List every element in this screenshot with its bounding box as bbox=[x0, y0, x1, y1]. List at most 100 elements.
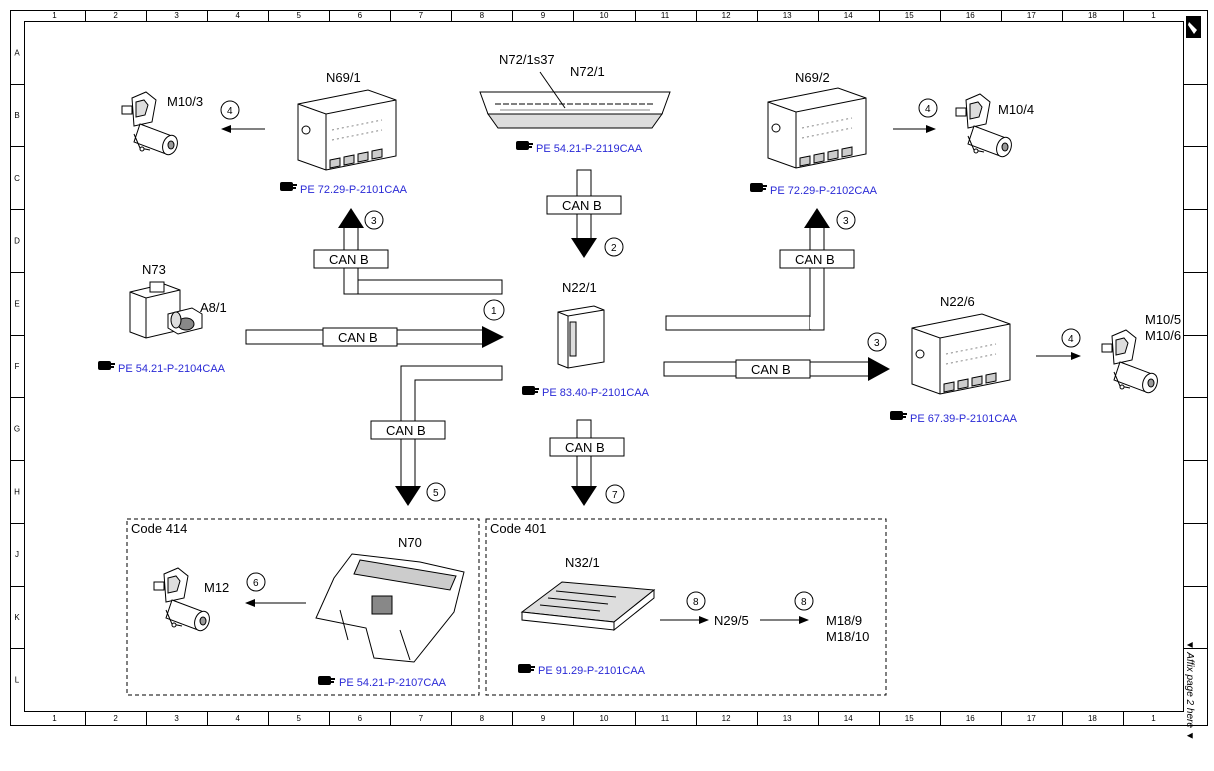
grid-row-label: B bbox=[14, 111, 19, 120]
grid-column-label: 9 bbox=[541, 11, 546, 20]
step-number: 3 bbox=[843, 216, 849, 227]
can-b-label: CAN B bbox=[562, 198, 602, 213]
reference-n69-1[interactable]: PE 72.29-P-2101CAA bbox=[300, 184, 408, 196]
grid-column-label: 17 bbox=[1027, 11, 1036, 20]
grid-column-label: 8 bbox=[480, 714, 485, 723]
motor-icon bbox=[153, 567, 213, 634]
grid-column-label: 4 bbox=[235, 11, 240, 20]
step-number: 6 bbox=[253, 578, 259, 589]
page-tab-icon bbox=[1186, 16, 1201, 38]
grid-column-label: 16 bbox=[966, 714, 975, 723]
step-number: 5 bbox=[433, 488, 439, 499]
step-number: 2 bbox=[611, 243, 617, 254]
control-unit-icon bbox=[557, 305, 605, 369]
reference-hand-icon bbox=[516, 141, 533, 150]
reference-n32-1[interactable]: PE 91.29-P-2101CAA bbox=[538, 665, 646, 677]
step-number: 7 bbox=[612, 490, 618, 501]
ignition-switch-icon bbox=[129, 281, 203, 339]
reference-n22-6[interactable]: PE 67.39-P-2101CAA bbox=[910, 413, 1018, 425]
label-n73: N73 bbox=[142, 262, 166, 277]
step-number: 4 bbox=[227, 106, 233, 117]
label-m10-3: M10/3 bbox=[167, 94, 203, 109]
grid-column-label: 3 bbox=[174, 714, 179, 723]
grid-row-label: L bbox=[15, 676, 20, 685]
grid-column-label: 4 bbox=[235, 714, 240, 723]
step-number: 1 bbox=[491, 306, 497, 317]
grid-column-label: 18 bbox=[1088, 11, 1097, 20]
step-number: 3 bbox=[874, 338, 880, 349]
grid-column-label: 12 bbox=[722, 11, 731, 20]
grid-column-label: 16 bbox=[966, 11, 975, 20]
label-n70: N70 bbox=[398, 535, 422, 550]
label-n72-1: N72/1 bbox=[570, 64, 605, 79]
label-a8-1: A8/1 bbox=[200, 300, 227, 315]
grid-column-label: 1 bbox=[1151, 714, 1156, 723]
step-number: 8 bbox=[693, 597, 699, 608]
grid-column-label: 2 bbox=[113, 11, 118, 20]
grid-column-label: 1 bbox=[1151, 11, 1156, 20]
reference-hand-icon bbox=[518, 664, 535, 673]
label-m10-6: M10/6 bbox=[1145, 328, 1181, 343]
control-unit-icon bbox=[911, 313, 1011, 395]
grid-column-label: 11 bbox=[661, 11, 670, 20]
reference-n22-1[interactable]: PE 83.40-P-2101CAA bbox=[542, 387, 650, 399]
grid-column-label: 11 bbox=[661, 714, 670, 723]
label-m12: M12 bbox=[204, 580, 229, 595]
grid-column-label: 9 bbox=[541, 714, 546, 723]
reference-hand-icon bbox=[280, 182, 297, 191]
grid-row-label: D bbox=[14, 237, 20, 246]
grid-row-label: K bbox=[14, 613, 20, 622]
label-m10-4: M10/4 bbox=[998, 102, 1034, 117]
switch-panel-icon bbox=[315, 553, 465, 663]
grid-column-label: 12 bbox=[722, 714, 731, 723]
grid-column-label: 14 bbox=[844, 714, 853, 723]
grid-column-label: 5 bbox=[297, 714, 302, 723]
control-unit-icon bbox=[520, 581, 656, 632]
can-b-label: CAN B bbox=[565, 440, 605, 455]
grid-column-label: 17 bbox=[1027, 714, 1036, 723]
step-number: 4 bbox=[925, 104, 931, 115]
can-b-label: CAN B bbox=[386, 423, 426, 438]
reference-hand-icon bbox=[318, 676, 335, 685]
label-n69-1: N69/1 bbox=[326, 70, 361, 85]
label-n69-2: N69/2 bbox=[795, 70, 830, 85]
can-b-label: CAN B bbox=[795, 252, 835, 267]
grid-column-label: 10 bbox=[600, 11, 609, 20]
grid-row-label: C bbox=[14, 174, 20, 183]
reference-hand-icon bbox=[750, 183, 767, 192]
label-n29-5: N29/5 bbox=[714, 613, 749, 628]
label-n32-1: N32/1 bbox=[565, 555, 600, 570]
reference-n69-2[interactable]: PE 72.29-P-2102CAA bbox=[770, 185, 878, 197]
grid-row-label: G bbox=[14, 425, 20, 434]
label-n22-1: N22/1 bbox=[562, 280, 597, 295]
grid-row-label: E bbox=[14, 299, 19, 308]
grid-column-label: 10 bbox=[600, 714, 609, 723]
grid-column-label: 1 bbox=[52, 11, 57, 20]
grid-column-label: 15 bbox=[905, 11, 914, 20]
grid-column-label: 13 bbox=[783, 714, 792, 723]
grid-column-label: 15 bbox=[905, 714, 914, 723]
reference-n73[interactable]: PE 54.21-P-2104CAA bbox=[118, 363, 226, 375]
grid-column-label: 13 bbox=[783, 11, 792, 20]
step-number: 4 bbox=[1068, 334, 1074, 345]
reference-n70[interactable]: PE 54.21-P-2107CAA bbox=[339, 677, 447, 689]
grid-column-label: 5 bbox=[297, 11, 302, 20]
label-m18-10: M18/10 bbox=[826, 629, 869, 644]
step-number: 3 bbox=[371, 216, 377, 227]
can-b-label: CAN B bbox=[338, 330, 378, 345]
switch-panel-icon bbox=[479, 71, 671, 129]
reference-n72-1[interactable]: PE 54.21-P-2119CAA bbox=[536, 143, 643, 155]
grid-column-label: 14 bbox=[844, 11, 853, 20]
reference-hand-icon bbox=[98, 361, 115, 370]
label-n22-6: N22/6 bbox=[940, 294, 975, 309]
control-unit-icon bbox=[767, 87, 867, 169]
grid-column-label: 2 bbox=[113, 714, 118, 723]
grid-row-label: H bbox=[14, 487, 20, 496]
code-box-label-401: Code 401 bbox=[490, 521, 546, 536]
code-box-label-414: Code 414 bbox=[131, 521, 187, 536]
can-b-label: CAN B bbox=[751, 362, 791, 377]
